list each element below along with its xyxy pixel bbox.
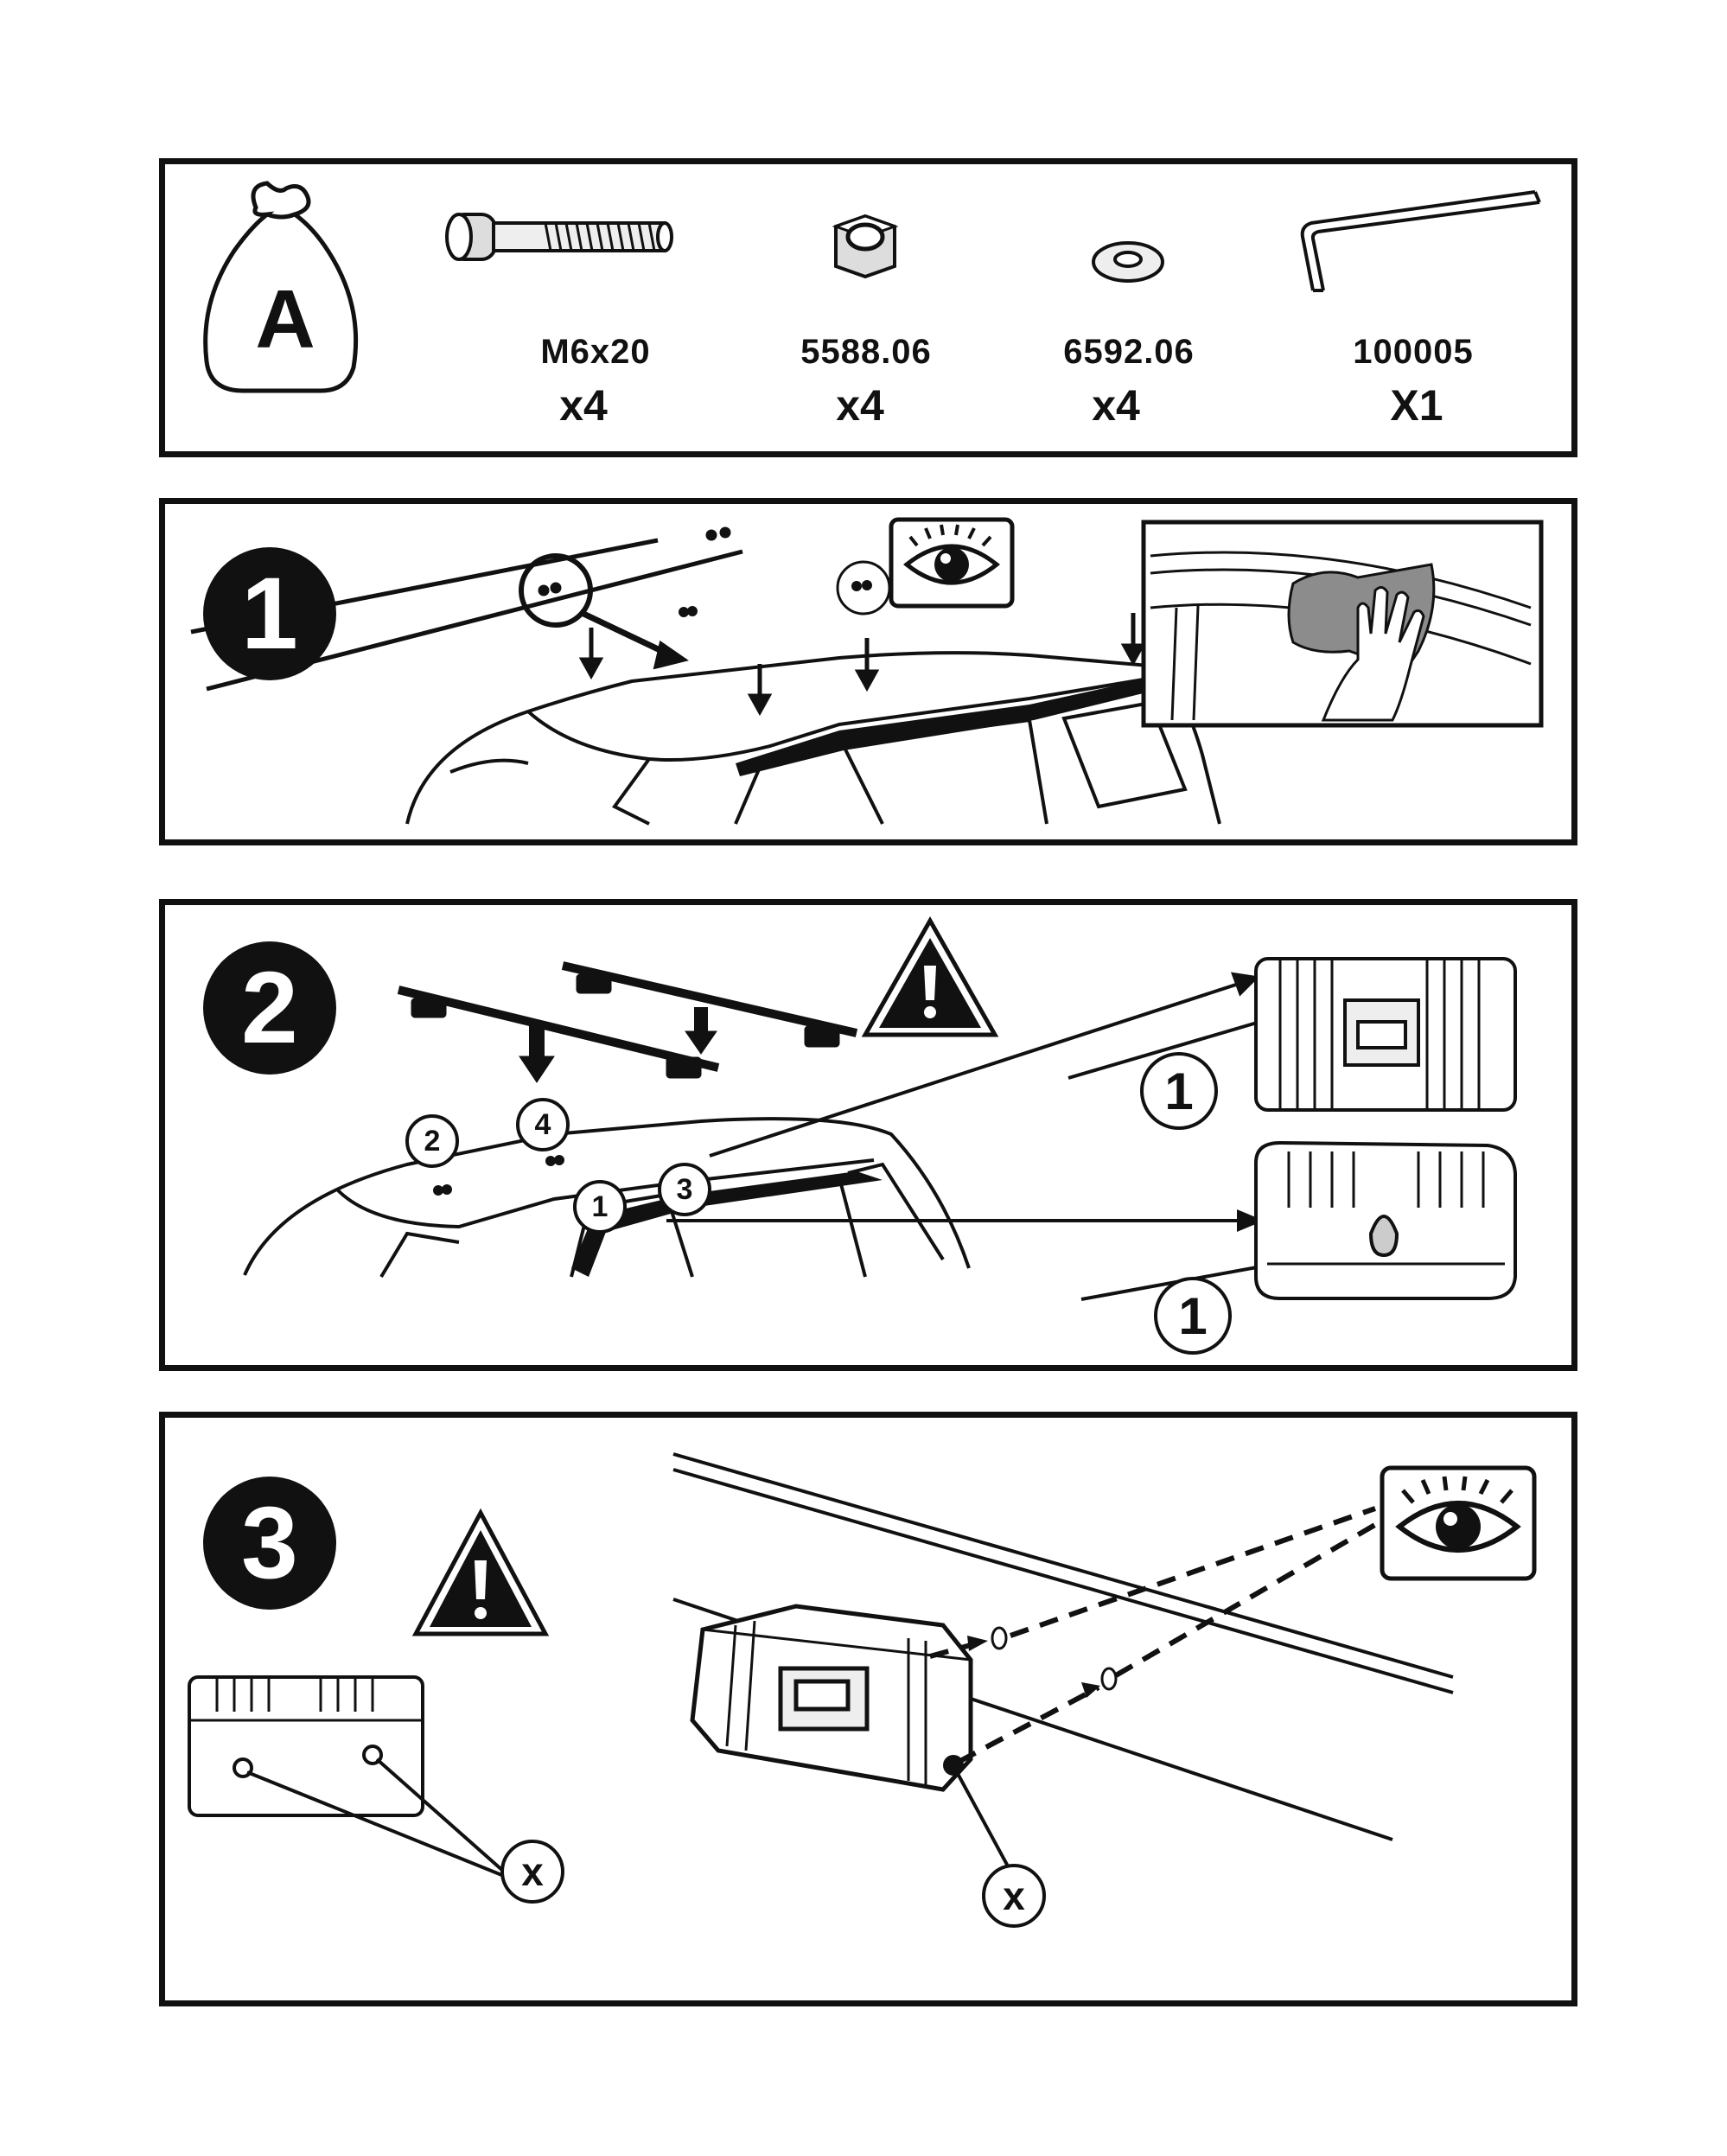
parts-panel: A M6x20 x4 5588.06 x4 6592.06 x4 100005 … bbox=[159, 158, 1577, 457]
detail-callout-bottom: 1 bbox=[1154, 1277, 1232, 1355]
bag-icon bbox=[203, 181, 359, 393]
warning-icon bbox=[861, 915, 999, 1037]
warning-icon bbox=[411, 1508, 550, 1636]
callout-x-left: x bbox=[500, 1840, 564, 1904]
part-qty-hex-key: X1 bbox=[1390, 381, 1443, 430]
callout-x-right: x bbox=[982, 1864, 1046, 1928]
cleaning-hand-icon bbox=[1141, 520, 1544, 728]
callout-3: 3 bbox=[658, 1163, 711, 1216]
eye-icon bbox=[889, 517, 1015, 609]
part-code-hex-key: 100005 bbox=[1353, 333, 1474, 371]
washer-icon bbox=[1092, 241, 1164, 283]
roof-rail-black bbox=[571, 1171, 883, 1277]
part-qty-washer: x4 bbox=[1092, 381, 1140, 430]
hex-key-icon bbox=[1300, 190, 1541, 292]
step1-number: 1 bbox=[203, 547, 336, 680]
step1-panel: 1 bbox=[159, 498, 1577, 845]
foot-pad-icon bbox=[690, 1604, 973, 1792]
foot-pad-icon bbox=[1254, 1140, 1517, 1300]
part-qty-nut: x4 bbox=[836, 381, 884, 430]
eye-icon bbox=[1380, 1465, 1537, 1581]
bolt-icon bbox=[445, 213, 673, 261]
roof-rail-black bbox=[736, 675, 1175, 776]
nut-icon bbox=[832, 214, 899, 279]
bag-letter: A bbox=[255, 273, 315, 366]
part-code-bolt: M6x20 bbox=[540, 333, 651, 371]
foot-pad-icon bbox=[1254, 957, 1517, 1112]
roof-bars-icon bbox=[397, 961, 858, 1083]
part-qty-bolt: x4 bbox=[559, 381, 608, 430]
step2-number: 2 bbox=[203, 941, 336, 1075]
step3-number: 3 bbox=[203, 1477, 336, 1610]
callout-1: 1 bbox=[573, 1180, 627, 1234]
callout-2: 2 bbox=[405, 1114, 459, 1168]
detail-callout-top: 1 bbox=[1140, 1052, 1218, 1130]
part-code-nut: 5588.06 bbox=[800, 333, 932, 371]
callout-4: 4 bbox=[516, 1098, 570, 1151]
foot-pad-icon bbox=[188, 1675, 424, 1817]
part-code-washer: 6592.06 bbox=[1063, 333, 1195, 371]
car-icon bbox=[405, 560, 1221, 826]
step2-panel: 2 2 4 1 3 1 1 bbox=[159, 899, 1577, 1371]
car-icon bbox=[243, 1117, 971, 1279]
step3-panel: 3 x x bbox=[159, 1412, 1577, 2006]
